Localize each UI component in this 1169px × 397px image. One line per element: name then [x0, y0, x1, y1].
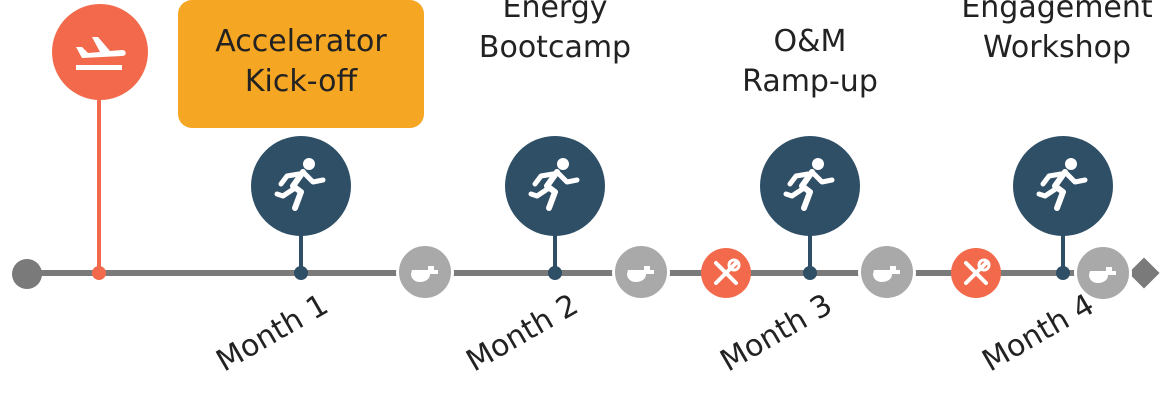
running-person-icon — [1013, 136, 1113, 236]
activity-knot-4 — [1056, 266, 1070, 280]
om-label-line1: O&M — [773, 24, 847, 59]
running-person-icon — [251, 136, 351, 236]
kickoff-label-line2: Kick-off — [244, 64, 358, 99]
activity-stem-2 — [553, 222, 557, 270]
timeline-end-diamond — [1128, 257, 1160, 289]
activity-knot-3 — [803, 266, 817, 280]
whistle-icon — [1074, 244, 1132, 302]
engagement-label: Engagement Workshop — [945, 0, 1169, 68]
wrench-screwdriver-icon — [701, 248, 751, 298]
month-label-2: Month 2 — [460, 287, 585, 379]
om-label-line2: Ramp-up — [742, 64, 878, 99]
kickoff-label-line1: Accelerator — [215, 24, 387, 59]
activity-stem-3 — [808, 222, 812, 270]
activity-stem-1 — [299, 222, 303, 270]
activity-knot-1 — [294, 266, 308, 280]
timeline-start-dot — [12, 259, 42, 289]
kickoff-label: Accelerator Kick-off — [178, 22, 424, 102]
month-label-1: Month 1 — [210, 287, 335, 379]
activity-knot-2 — [548, 266, 562, 280]
bootcamp-label: Energy Bootcamp — [440, 0, 670, 68]
start-stem — [97, 100, 101, 270]
timeline-axis — [28, 270, 1150, 276]
engagement-label-line2: Workshop — [982, 30, 1131, 65]
bootcamp-label-line2: Bootcamp — [478, 30, 632, 65]
running-person-icon — [505, 136, 605, 236]
whistle-icon — [612, 243, 670, 301]
airplane-departure-icon — [52, 4, 148, 100]
kickoff-highlight-box — [178, 0, 424, 128]
om-label: O&M Ramp-up — [700, 22, 920, 102]
whistle-icon — [858, 243, 916, 301]
bootcamp-label-line1: Energy — [502, 0, 608, 25]
month-label-3: Month 3 — [714, 287, 839, 379]
wrench-screwdriver-icon — [951, 248, 1001, 298]
month-label-4: Month 4 — [976, 287, 1101, 379]
start-knot — [92, 266, 106, 280]
whistle-icon — [396, 243, 454, 301]
activity-stem-4 — [1061, 222, 1065, 270]
running-person-icon — [760, 136, 860, 236]
engagement-label-line1: Engagement — [961, 0, 1153, 25]
